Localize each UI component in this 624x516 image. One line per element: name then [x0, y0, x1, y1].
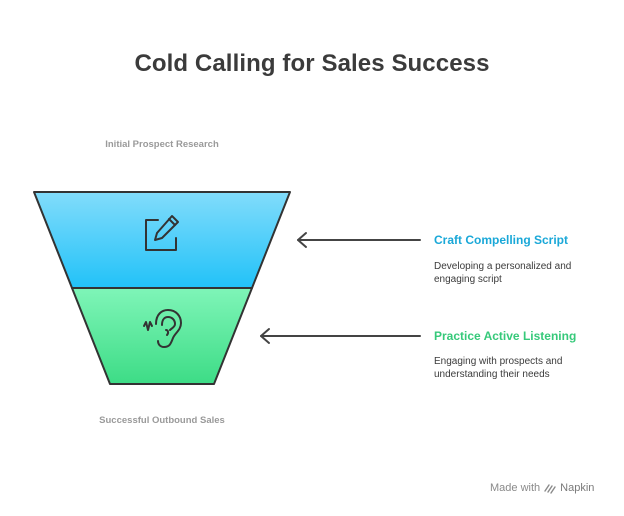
page-title: Cold Calling for Sales Success — [134, 50, 490, 77]
stage-1-description: Developing a personalized and engaging s… — [434, 261, 572, 285]
napkin-brand: Napkin — [560, 482, 595, 494]
footer-attribution[interactable]: Made with Napkin — [490, 482, 594, 494]
pencil-square-icon — [145, 215, 179, 251]
funnel-bottom-label: Successful Outbound Sales — [99, 415, 225, 426]
made-with-label: Made with — [490, 482, 541, 494]
arrow-stage-2 — [260, 328, 421, 344]
stage-1-title: Craft Compelling Script — [434, 233, 569, 247]
napkin-logo-icon — [544, 484, 556, 494]
funnel-stage-1 — [33, 191, 291, 289]
funnel-stage-2 — [71, 287, 253, 385]
ear-icon — [143, 309, 182, 348]
arrow-stage-1 — [297, 232, 421, 248]
stage-2-description: Engaging with prospects and understandin… — [434, 356, 563, 380]
funnel-top-label: Initial Prospect Research — [105, 139, 219, 150]
stage-2-title: Practice Active Listening — [434, 329, 577, 343]
